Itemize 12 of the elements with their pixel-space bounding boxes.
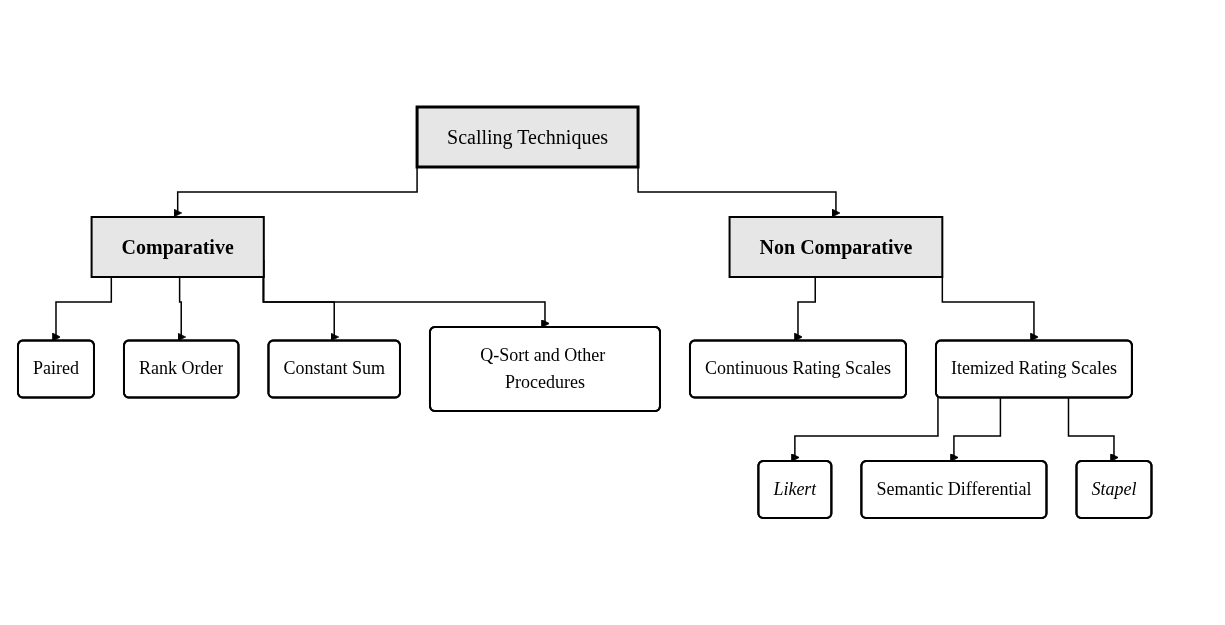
arrow [1067, 397, 1119, 462]
arrow [177, 276, 187, 342]
arrow [790, 395, 939, 462]
node-box: Scalling Techniques [415, 105, 640, 169]
node-box: Non Comparative [728, 216, 944, 278]
node-box: Comparative [90, 216, 265, 278]
arrow [941, 275, 1039, 342]
arrow [949, 397, 1002, 462]
arrow [52, 276, 113, 342]
node-text: Q-Sort and Other Procedures [480, 345, 606, 392]
arrow [794, 276, 816, 342]
arrow [262, 276, 340, 342]
